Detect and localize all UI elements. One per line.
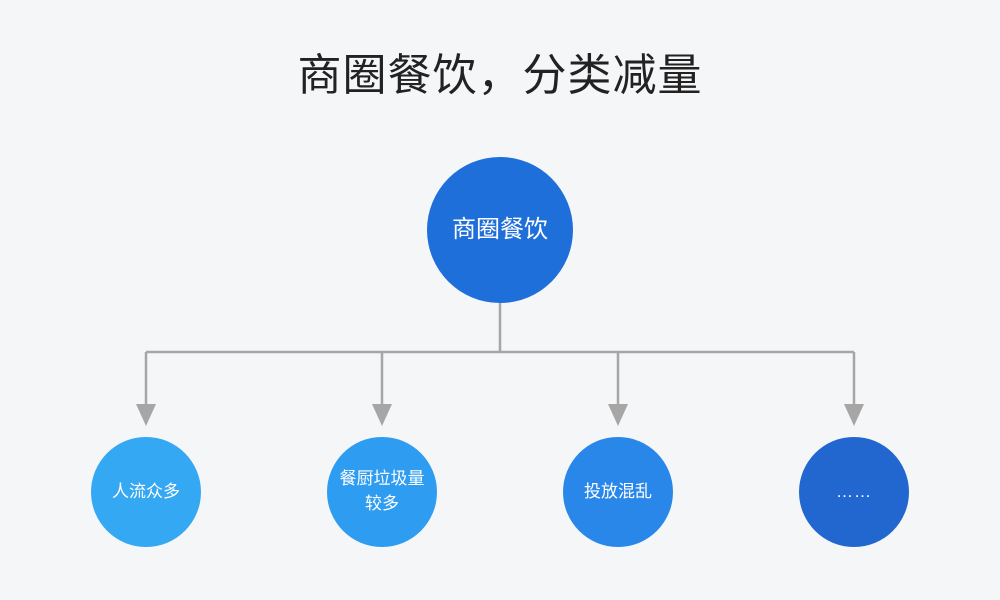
node-root-label: 商圈餐饮: [452, 215, 548, 243]
page-title: 商圈餐饮，分类减量: [297, 51, 703, 100]
node-leaf-4-label: ……: [836, 481, 872, 501]
arrowhead-1: [136, 404, 156, 426]
node-leaf-4[interactable]: ……: [799, 437, 909, 547]
arrowhead-2: [372, 404, 392, 426]
node-leaf-3[interactable]: 投放混乱: [563, 437, 673, 547]
arrowhead-3: [608, 404, 628, 426]
node-leaf-3-label: 投放混乱: [584, 481, 652, 501]
node-leaf-2[interactable]: 餐厨垃圾量 较多: [327, 437, 437, 547]
node-leaf-1-label: 人流众多: [112, 481, 180, 501]
node-leaf-2-label: 餐厨垃圾量 较多: [339, 469, 425, 513]
node-leaf-1[interactable]: 人流众多: [91, 437, 201, 547]
arrowhead-4: [844, 404, 864, 426]
node-root[interactable]: 商圈餐饮: [427, 157, 573, 303]
